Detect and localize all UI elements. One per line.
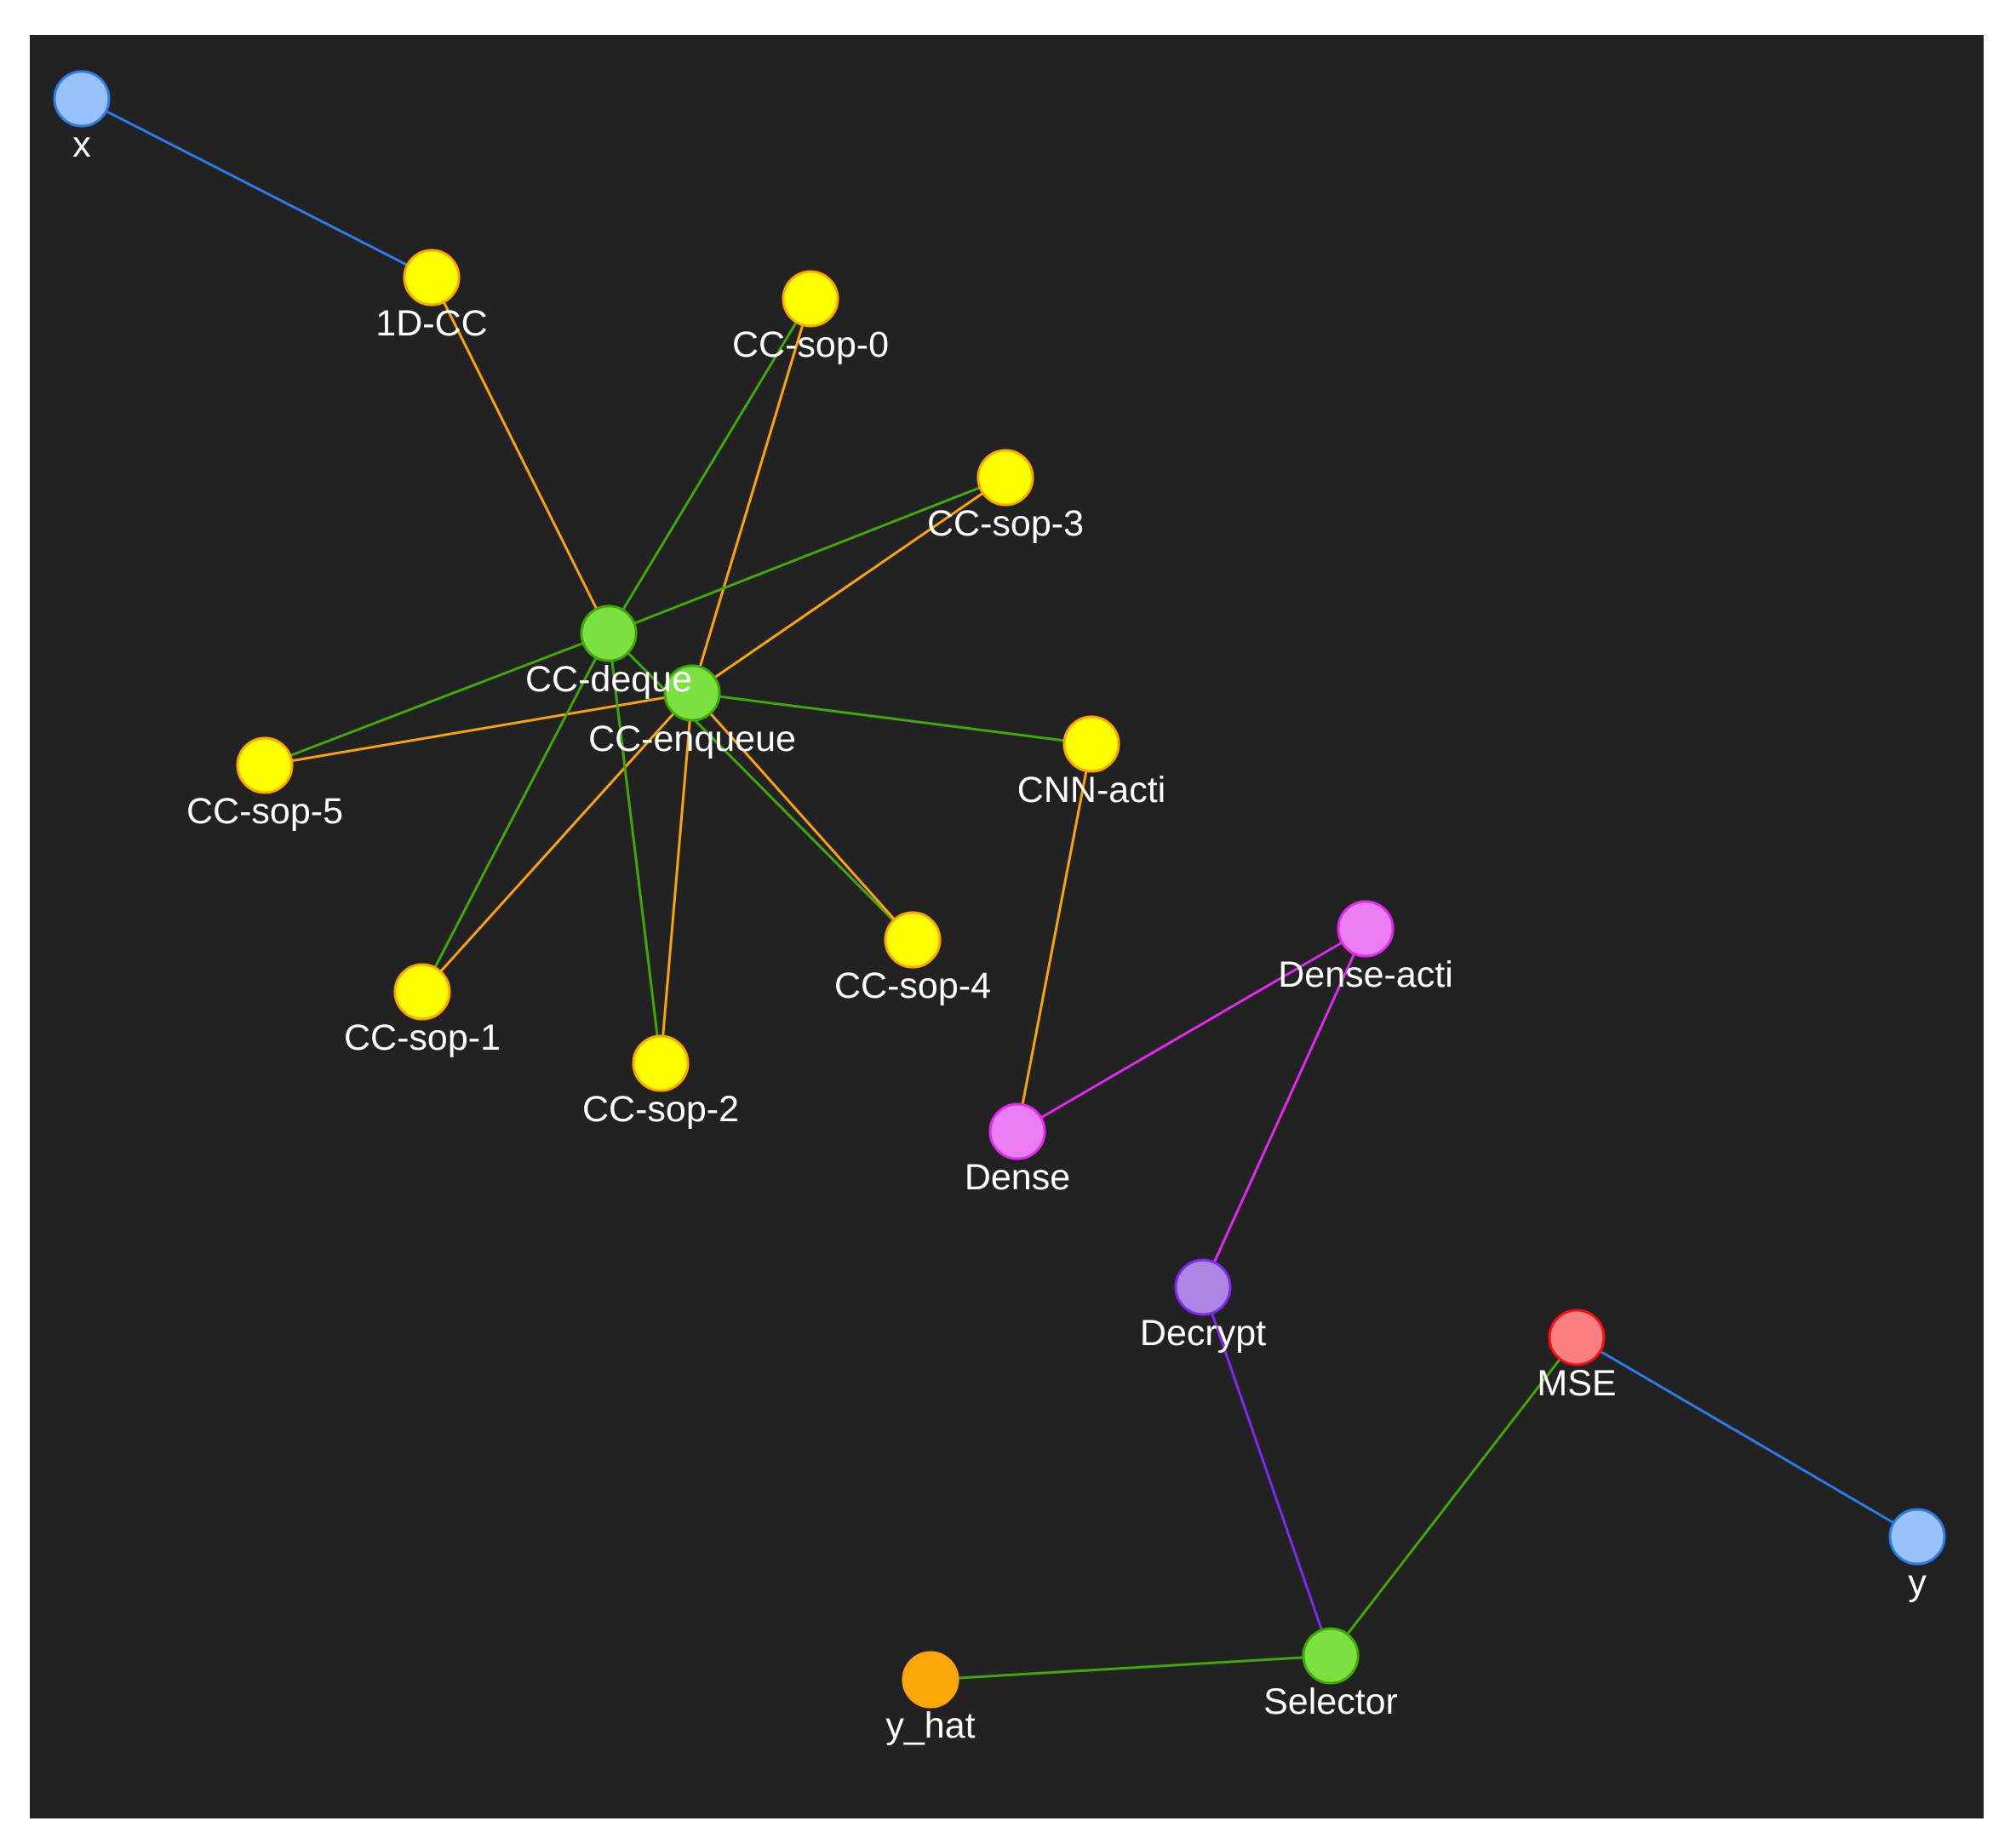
node-circle[interactable] [902,1651,959,1709]
node-circle[interactable] [988,1102,1046,1160]
node-circle[interactable] [1174,1258,1232,1316]
edge-cc-dequeue-cc-sop-2[interactable] [607,633,662,1064]
node-label-cc-sop-2: CC-sop-2 [582,1089,739,1130]
node-label-cc-sop-1: CC-sop-1 [344,1017,501,1058]
node-cc-sop-0[interactable] [782,270,839,328]
edge-cc-dequeue-cc-sop-3[interactable] [608,476,1006,635]
node-1d-cc[interactable] [403,249,461,306]
node-label-cc-enqueue: CC-enqueue [588,719,796,759]
node-label-cc-sop-5: CC-sop-5 [186,791,343,832]
node-circle[interactable] [1062,715,1120,773]
edge-dense-acti-decrypt[interactable] [1201,928,1367,1288]
node-cc-enqueue[interactable] [663,664,721,722]
node-cc-dequeue[interactable] [580,604,638,662]
node-circle[interactable] [580,604,638,662]
edge-x-1d-cc[interactable] [81,97,432,279]
node-label-dense: Dense [965,1157,1070,1198]
node-mse[interactable] [1548,1309,1606,1366]
node-label-x: x [72,124,91,165]
node-dense[interactable] [988,1102,1046,1160]
edge-cc-enqueue-cc-sop-4[interactable] [690,692,914,941]
node-x[interactable] [53,70,111,128]
edge-cnn-acti-dense[interactable] [1016,743,1093,1132]
node-cc-sop-1[interactable] [393,963,451,1021]
edge-cc-enqueue-cc-sop-5[interactable] [264,691,693,767]
node-circle[interactable] [884,911,942,969]
node-dense-acti[interactable] [1337,900,1395,958]
node-cc-sop-2[interactable] [632,1034,690,1092]
edge-cc-enqueue-cc-sop-2[interactable] [659,692,694,1064]
node-cc-sop-4[interactable] [884,911,942,969]
node-label-cc-sop-3: CC-sop-3 [927,503,1084,544]
node-selector[interactable] [1302,1627,1360,1685]
node-y_hat[interactable] [902,1651,959,1709]
node-circle[interactable] [403,249,461,306]
node-label-decrypt: Decrypt [1140,1313,1266,1354]
node-circle[interactable] [782,270,839,328]
node-label-mse: MSE [1537,1363,1616,1404]
edge-cc-enqueue-cc-sop-0[interactable] [690,298,812,694]
node-label-dense-acti: Dense-acti [1278,954,1453,995]
node-circle[interactable] [393,963,451,1021]
node-circle[interactable] [1302,1627,1360,1685]
edge-cc-enqueue-cc-sop-1[interactable] [421,691,694,994]
node-circle[interactable] [663,664,721,722]
node-label-y: y [1908,1562,1927,1603]
edge-cc-enqueue-cnn-acti[interactable] [691,691,1092,746]
edge-cc-dequeue-cc-sop-1[interactable] [421,633,610,993]
edge-mse-y[interactable] [1576,1336,1918,1538]
node-circle[interactable] [976,449,1034,507]
node-circle[interactable] [236,736,294,794]
node-decrypt[interactable] [1174,1258,1232,1316]
edge-y_hat-selector[interactable] [930,1654,1332,1681]
node-circle[interactable] [1888,1508,1946,1566]
edge-cc-dequeue-cc-sop-4[interactable] [607,632,914,942]
node-label-cc-dequeue: CC-deque [525,659,692,700]
node-circle[interactable] [1548,1309,1606,1366]
edge-cc-enqueue-cc-sop-3[interactable] [691,476,1006,695]
node-cc-sop-5[interactable] [236,736,294,794]
node-y[interactable] [1888,1508,1946,1566]
node-label-y_hat: y_hat [885,1705,975,1746]
node-circle[interactable] [53,70,111,128]
node-label-1d-cc: 1D-CC [375,303,487,344]
node-label-cc-sop-4: CC-sop-4 [834,965,991,1006]
node-cnn-acti[interactable] [1062,715,1120,773]
edge-selector-mse[interactable] [1329,1337,1578,1657]
edge-1d-cc-cc-dequeue[interactable] [430,277,610,634]
node-label-cnn-acti: CNN-acti [1017,770,1166,810]
graph-canvas[interactable] [30,35,1984,1818]
node-label-selector: Selector [1263,1681,1398,1722]
nodes-layer: x 1D-CC CC-sop-0CC-sop-3CC-dequeCC-enqueue… [53,70,1946,1746]
edge-dense-dense-acti[interactable] [1017,927,1366,1133]
node-cc-sop-3[interactable] [976,449,1034,507]
edge-cc-dequeue-cc-sop-0[interactable] [607,298,812,634]
edge-decrypt-selector[interactable] [1201,1286,1332,1657]
edges-layer [81,97,1918,1681]
node-circle[interactable] [1337,900,1395,958]
edge-cc-dequeue-cc-sop-5[interactable] [264,632,610,767]
node-label-cc-sop-0: CC-sop-0 [732,324,889,365]
node-circle[interactable] [632,1034,690,1092]
